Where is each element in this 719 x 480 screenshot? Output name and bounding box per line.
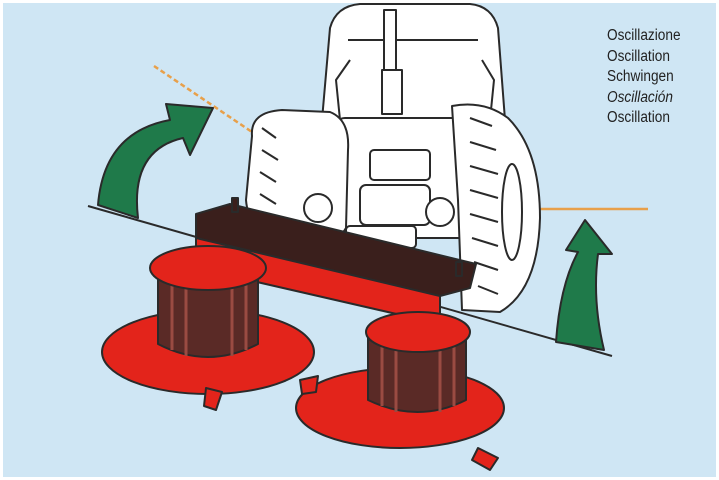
legend-item-spanish: Oscillación bbox=[607, 88, 681, 109]
oscillation-legend: Oscillazione Oscillation Schwingen Oscil… bbox=[607, 26, 681, 129]
legend-item-german: Schwingen bbox=[607, 67, 681, 88]
legend-item-english: Oscillation bbox=[607, 47, 681, 68]
legend-item-french: Oscillation bbox=[607, 108, 681, 129]
right-rotation-arrow bbox=[556, 220, 612, 350]
legend-item-italian: Oscillazione bbox=[607, 26, 681, 47]
left-rotation-arrow bbox=[98, 104, 213, 218]
